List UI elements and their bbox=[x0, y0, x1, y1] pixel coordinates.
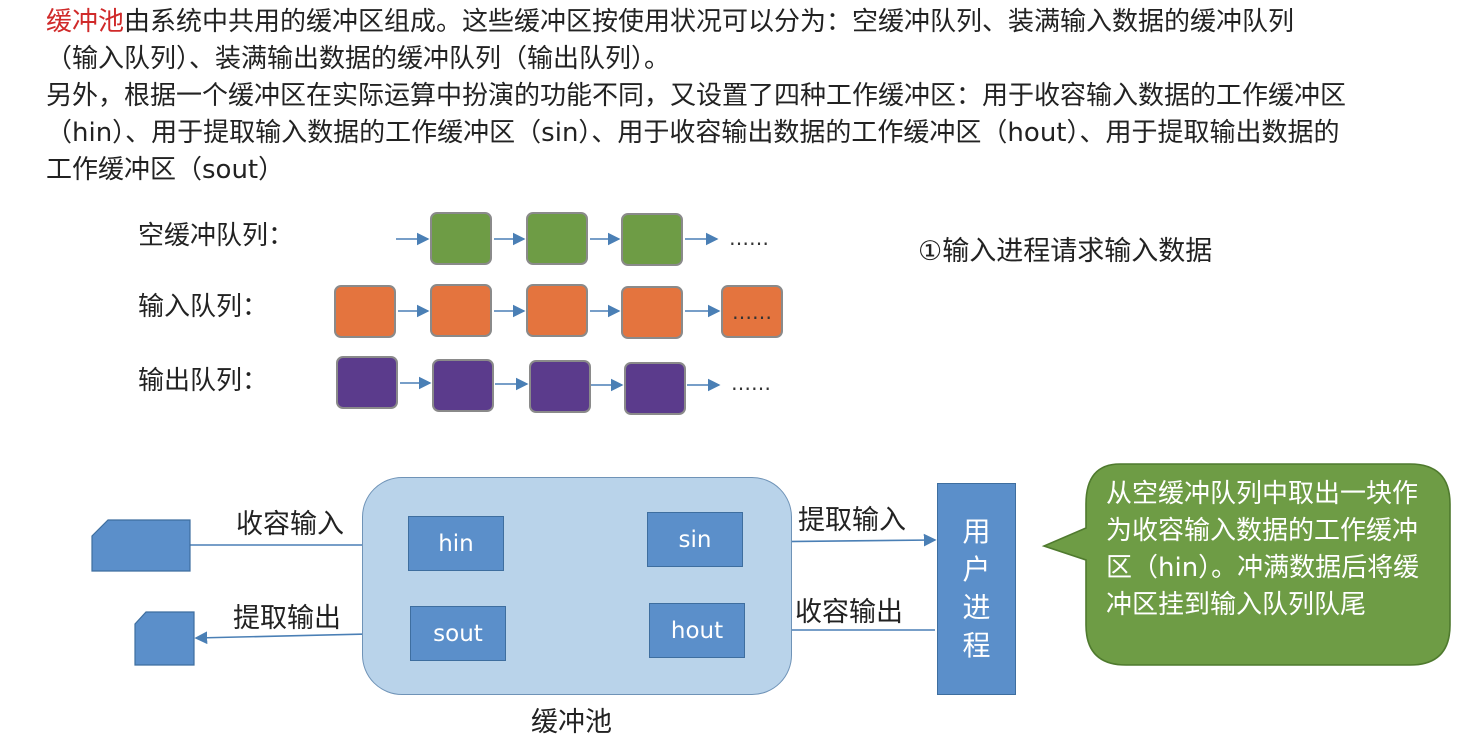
user-process-char: 户 bbox=[962, 553, 991, 586]
intro-text: 由系统中共用的缓冲区组成。这些缓冲区按使用状况可以分为：空缓冲队列、装满输入数据… bbox=[46, 7, 1295, 74]
output-queue-block bbox=[432, 359, 494, 412]
empty-queue-label: 空缓冲队列： bbox=[138, 221, 295, 251]
input-device-shape bbox=[91, 519, 191, 572]
output-queue-ellipsis: …… bbox=[731, 371, 771, 395]
buffer-pool bbox=[362, 477, 792, 695]
sout-buffer: sout bbox=[410, 606, 506, 661]
user-process: 用 户 进 程 bbox=[937, 483, 1016, 695]
callout-text: 从空缓冲队列中取出一块作为收容输入数据的工作缓冲区（hin）。冲满数据后将缓冲区… bbox=[1106, 479, 1420, 620]
input-queue-block bbox=[526, 284, 588, 337]
user-process-char: 用 bbox=[962, 515, 991, 548]
user-process-char: 程 bbox=[962, 629, 991, 662]
output-device-shape bbox=[134, 611, 195, 666]
buffer-pool-term: 缓冲池 bbox=[46, 7, 125, 37]
output-queue-label: 输出队列： bbox=[138, 366, 269, 396]
input-queue-block-ellipsis: …… bbox=[721, 285, 783, 338]
hout-buffer: hout bbox=[649, 603, 745, 658]
hin-buffer: hin bbox=[408, 516, 504, 571]
empty-queue-ellipsis: …… bbox=[729, 226, 769, 250]
sin-buffer: sin bbox=[647, 512, 743, 567]
extract-input-label: 提取输入 bbox=[798, 505, 906, 536]
empty-queue-block bbox=[430, 212, 492, 265]
empty-queue-block bbox=[621, 213, 683, 266]
empty-queue-block bbox=[526, 212, 588, 265]
input-queue-block bbox=[430, 284, 492, 337]
output-queue-block bbox=[336, 356, 398, 409]
input-queue-block bbox=[621, 286, 683, 339]
user-process-char: 进 bbox=[962, 591, 991, 624]
step-caption: ①输入进程请求输入数据 bbox=[918, 236, 1213, 267]
intro-paragraph-2: 另外，根据一个缓冲区在实际运算中扮演的功能不同，又设置了四种工作缓冲区：用于收容… bbox=[46, 81, 1347, 185]
input-queue-label: 输入队列： bbox=[138, 292, 269, 322]
buffer-pool-caption: 缓冲池 bbox=[531, 707, 612, 738]
input-queue-block bbox=[334, 285, 396, 338]
callout-bubble bbox=[1041, 463, 1451, 666]
output-queue-block bbox=[529, 360, 591, 413]
extract-output-label: 提取输出 bbox=[233, 603, 341, 634]
collect-input-label: 收容输入 bbox=[236, 509, 344, 540]
intro-paragraph: 缓冲池由系统中共用的缓冲区组成。这些缓冲区按使用状况可以分为：空缓冲队列、装满输… bbox=[46, 4, 1346, 78]
collect-output-label: 收容输出 bbox=[795, 597, 903, 628]
output-queue-block bbox=[624, 362, 686, 415]
